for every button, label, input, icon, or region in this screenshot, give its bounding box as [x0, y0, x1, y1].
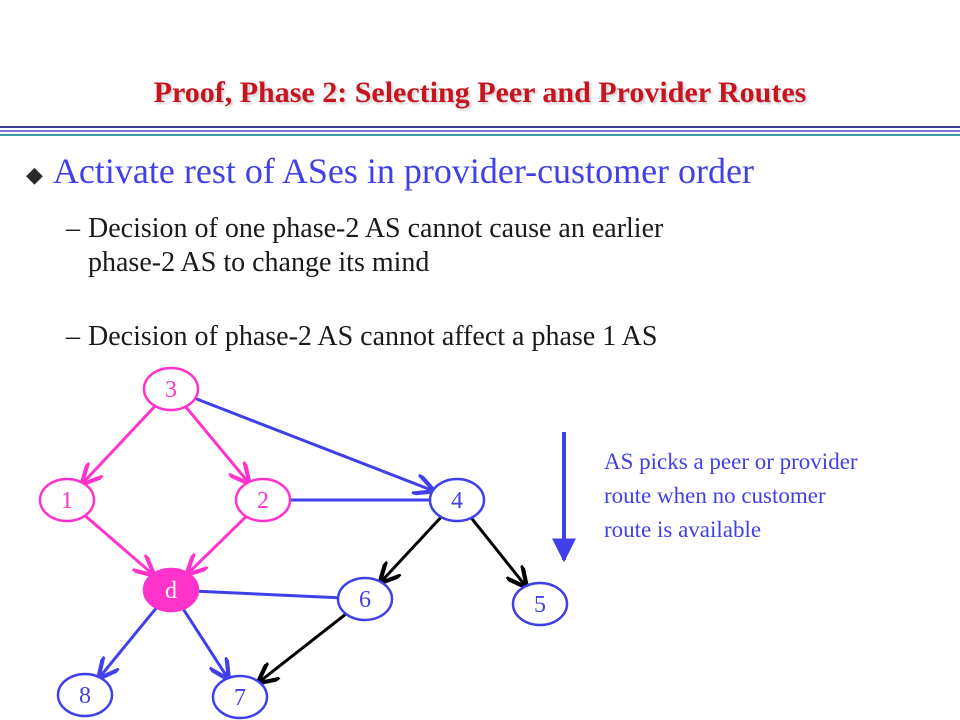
node-3-label: 3: [165, 377, 177, 403]
title-rule-top: [0, 126, 960, 128]
dash-icon: –: [66, 213, 80, 244]
node-5-shape: [511, 581, 569, 627]
sub-point-2-line-1: Decision of phase-2 AS cannot affect a p…: [88, 321, 658, 352]
edge-d-to-6: [197, 589, 339, 600]
node-8-label: 8: [79, 683, 91, 709]
edge-3-to-2: [184, 405, 249, 483]
node-5: 5: [511, 581, 569, 627]
node-2-shape: [234, 477, 292, 523]
note-line-2: route when no customer: [604, 483, 826, 508]
node-6-shape: [336, 576, 394, 622]
sub-point-1-line-2: phase-2 AS to change its mind: [88, 247, 430, 278]
node-1-label: 1: [61, 488, 73, 514]
main-bullet: ◆ Activate rest of ASes in provider-custo…: [26, 150, 754, 192]
edge-d-to-8: [100, 606, 158, 678]
node-d-shape: [142, 567, 200, 613]
node-6: 6: [336, 576, 394, 622]
node-3-shape: [142, 366, 200, 412]
edge-1-to-d: [84, 514, 153, 575]
node-7-shape: [211, 674, 269, 720]
sub-point-2: –Decision of phase-2 AS cannot affect a …: [66, 320, 657, 354]
edge-4-to-5: [470, 516, 526, 586]
node-8: 8: [56, 672, 114, 718]
node-8-shape: [56, 672, 114, 718]
node-d-label: d: [165, 578, 177, 604]
node-1: 1: [38, 477, 96, 523]
diamond-bullet-icon: ◆: [26, 161, 43, 187]
sub-point-1: –Decision of one phase-2 AS cannot cause…: [66, 212, 663, 280]
explanation-note: AS picks a peer or provider route when n…: [604, 445, 858, 547]
node-4-shape: [428, 477, 486, 523]
main-bullet-text: Activate rest of ASes in provider-custom…: [52, 151, 754, 191]
dash-icon: –: [66, 321, 80, 352]
node-4-label: 4: [451, 488, 463, 514]
node-d: d: [142, 567, 200, 613]
edge-3-to-4: [194, 396, 433, 490]
note-line-3: route is available: [604, 517, 762, 542]
sub-point-1-line-1: Decision of one phase-2 AS cannot cause …: [88, 213, 664, 244]
node-2-label: 2: [257, 488, 269, 514]
edge-6-to-7: [259, 612, 347, 682]
node-4: 4: [428, 477, 486, 523]
node-5-label: 5: [534, 592, 546, 618]
title-rule-bottom: [0, 134, 960, 136]
node-3: 3: [142, 366, 200, 412]
edge-4-to-6: [381, 515, 443, 582]
node-6-label: 6: [359, 587, 371, 613]
node-7-label: 7: [234, 685, 246, 711]
node-2: 2: [234, 477, 292, 523]
node-7: 7: [211, 674, 269, 720]
node-1-shape: [38, 477, 96, 523]
edge-2-to-d: [188, 515, 248, 573]
slide-title: Proof, Phase 2: Selecting Peer and Provi…: [153, 76, 807, 109]
note-line-1: AS picks a peer or provider: [604, 449, 858, 474]
edge-d-to-7: [181, 607, 228, 678]
edge-3-to-1: [83, 404, 157, 483]
title-rule-middle: [0, 130, 960, 132]
